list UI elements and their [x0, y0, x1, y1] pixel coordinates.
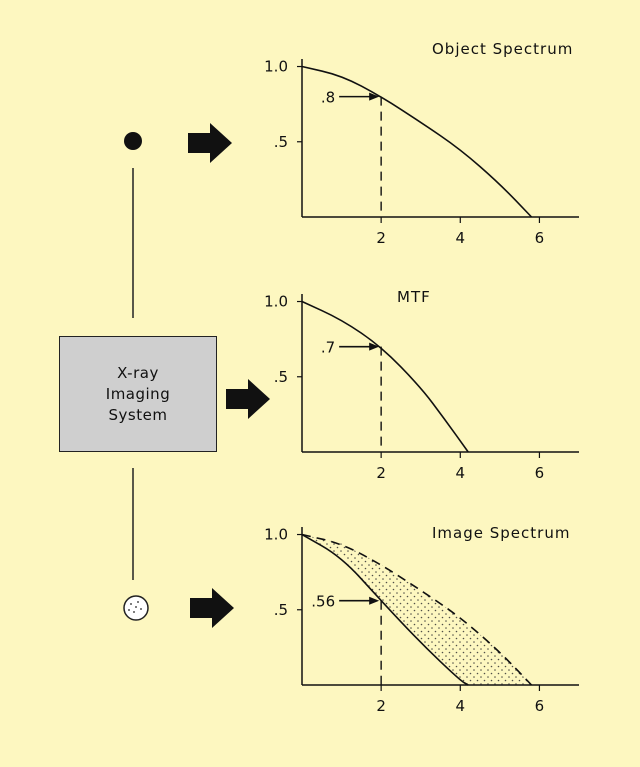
chart-title: Object Spectrum	[432, 40, 573, 58]
difference-shading	[302, 534, 532, 685]
system-box-line-3: System	[108, 405, 168, 424]
series-line	[301, 65, 533, 218]
block-arrow-icon	[188, 123, 232, 163]
xray-imaging-system-box: X-ray Imaging System	[59, 336, 217, 452]
x-tick-label: 2	[376, 697, 386, 715]
chart-2: MTF 1.0 .5 2 4 6 .7	[264, 288, 579, 482]
chart-title: MTF	[397, 288, 431, 306]
chart-1: Object Spectrum 1.0 .5 2 4 6 .8	[264, 40, 579, 247]
solid-dot-icon	[124, 132, 142, 150]
system-box-line-1: X-ray	[117, 363, 159, 382]
annotation-value-label: .8	[321, 89, 335, 107]
y-tick-label: 1.0	[264, 526, 288, 544]
x-tick-label: 6	[535, 697, 545, 715]
chart-3: Image Spectrum 1.0 .5 2 4 6 .56	[264, 524, 579, 715]
block-arrow-icon	[190, 588, 234, 628]
series-line	[301, 300, 469, 453]
y-tick-label: .5	[274, 133, 288, 151]
x-tick-label: 2	[376, 229, 386, 247]
annotation-value-label: .56	[311, 593, 335, 611]
chart-title: Image Spectrum	[432, 524, 570, 542]
x-tick-label: 4	[456, 697, 466, 715]
system-box-line-2: Imaging	[105, 384, 171, 403]
annotation-arrow-head	[369, 342, 380, 351]
annotation-arrow-head	[369, 92, 380, 101]
x-tick-label: 6	[535, 229, 545, 247]
y-tick-label: 1.0	[264, 293, 288, 311]
x-tick-label: 4	[456, 229, 466, 247]
annotation-arrow-head	[369, 596, 380, 605]
x-tick-label: 2	[376, 464, 386, 482]
x-tick-label: 6	[535, 464, 545, 482]
block-arrow-icon	[226, 379, 270, 419]
annotation-value-label: .7	[321, 339, 335, 357]
object-spectrum-reference-line	[301, 533, 533, 686]
y-tick-label: .5	[274, 601, 288, 619]
blurred-dot-icon	[123, 595, 149, 621]
y-tick-label: 1.0	[264, 58, 288, 76]
x-tick-label: 4	[456, 464, 466, 482]
y-tick-label: .5	[274, 368, 288, 386]
series-line	[301, 533, 469, 686]
